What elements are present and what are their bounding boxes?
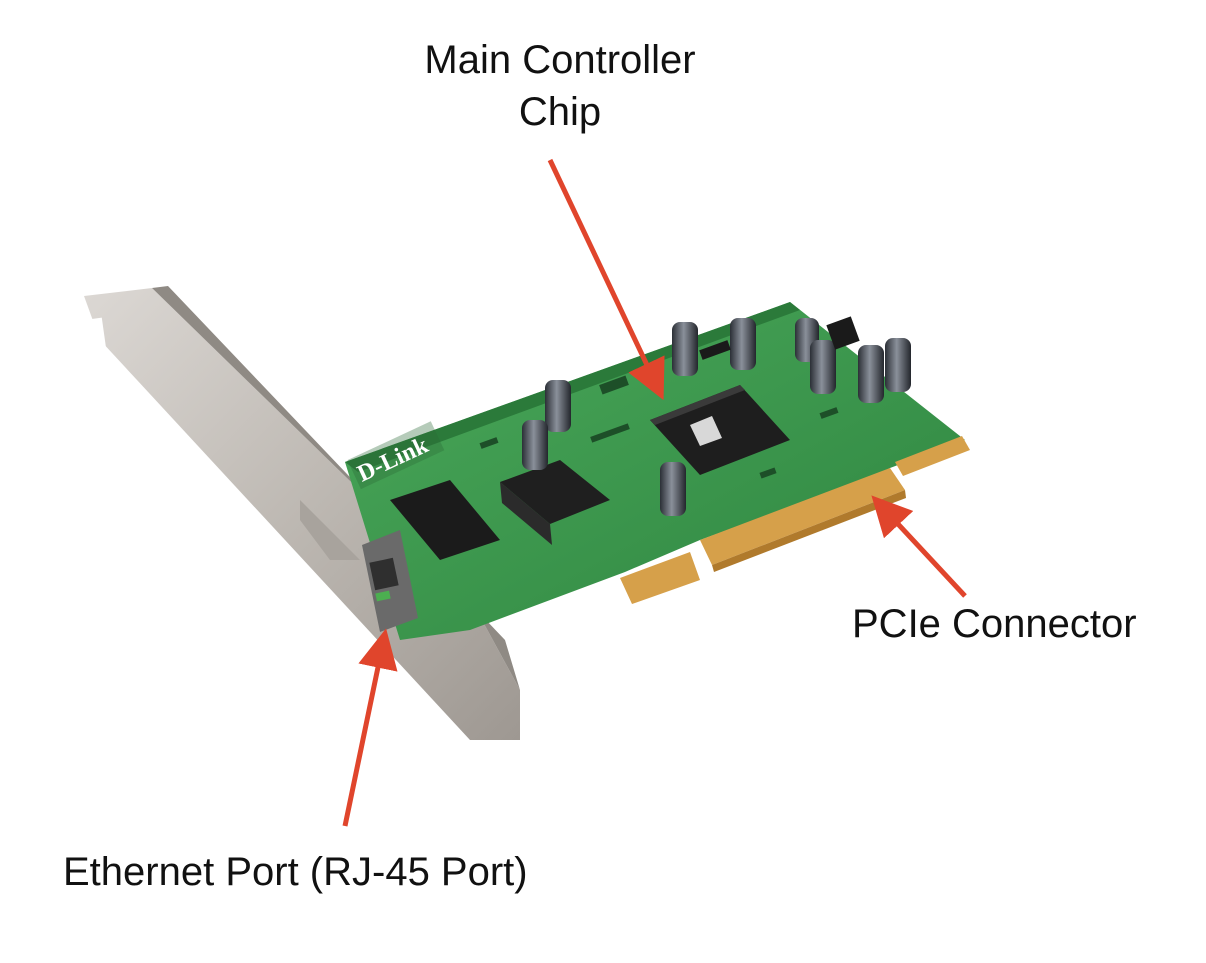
label-pcie-connector: PCIe Connector xyxy=(852,602,1137,646)
capacitors xyxy=(522,318,911,516)
arrow-main-chip xyxy=(547,158,665,401)
arrow-ethernet xyxy=(342,628,398,827)
magnetics-module xyxy=(500,460,610,545)
label-main-controller-chip: Main Controller Chip xyxy=(380,34,740,138)
smd-components xyxy=(479,316,860,479)
pcie-gold-contacts xyxy=(620,436,970,604)
rj45-jack xyxy=(362,480,500,632)
main-controller-chip xyxy=(650,385,790,475)
label-main-chip-line1: Main Controller xyxy=(424,38,696,82)
label-main-chip-line2: Chip xyxy=(518,90,602,134)
label-ethernet-port: Ethernet Port (RJ-45 Port) xyxy=(63,850,528,894)
arrow-pcie xyxy=(871,495,967,598)
